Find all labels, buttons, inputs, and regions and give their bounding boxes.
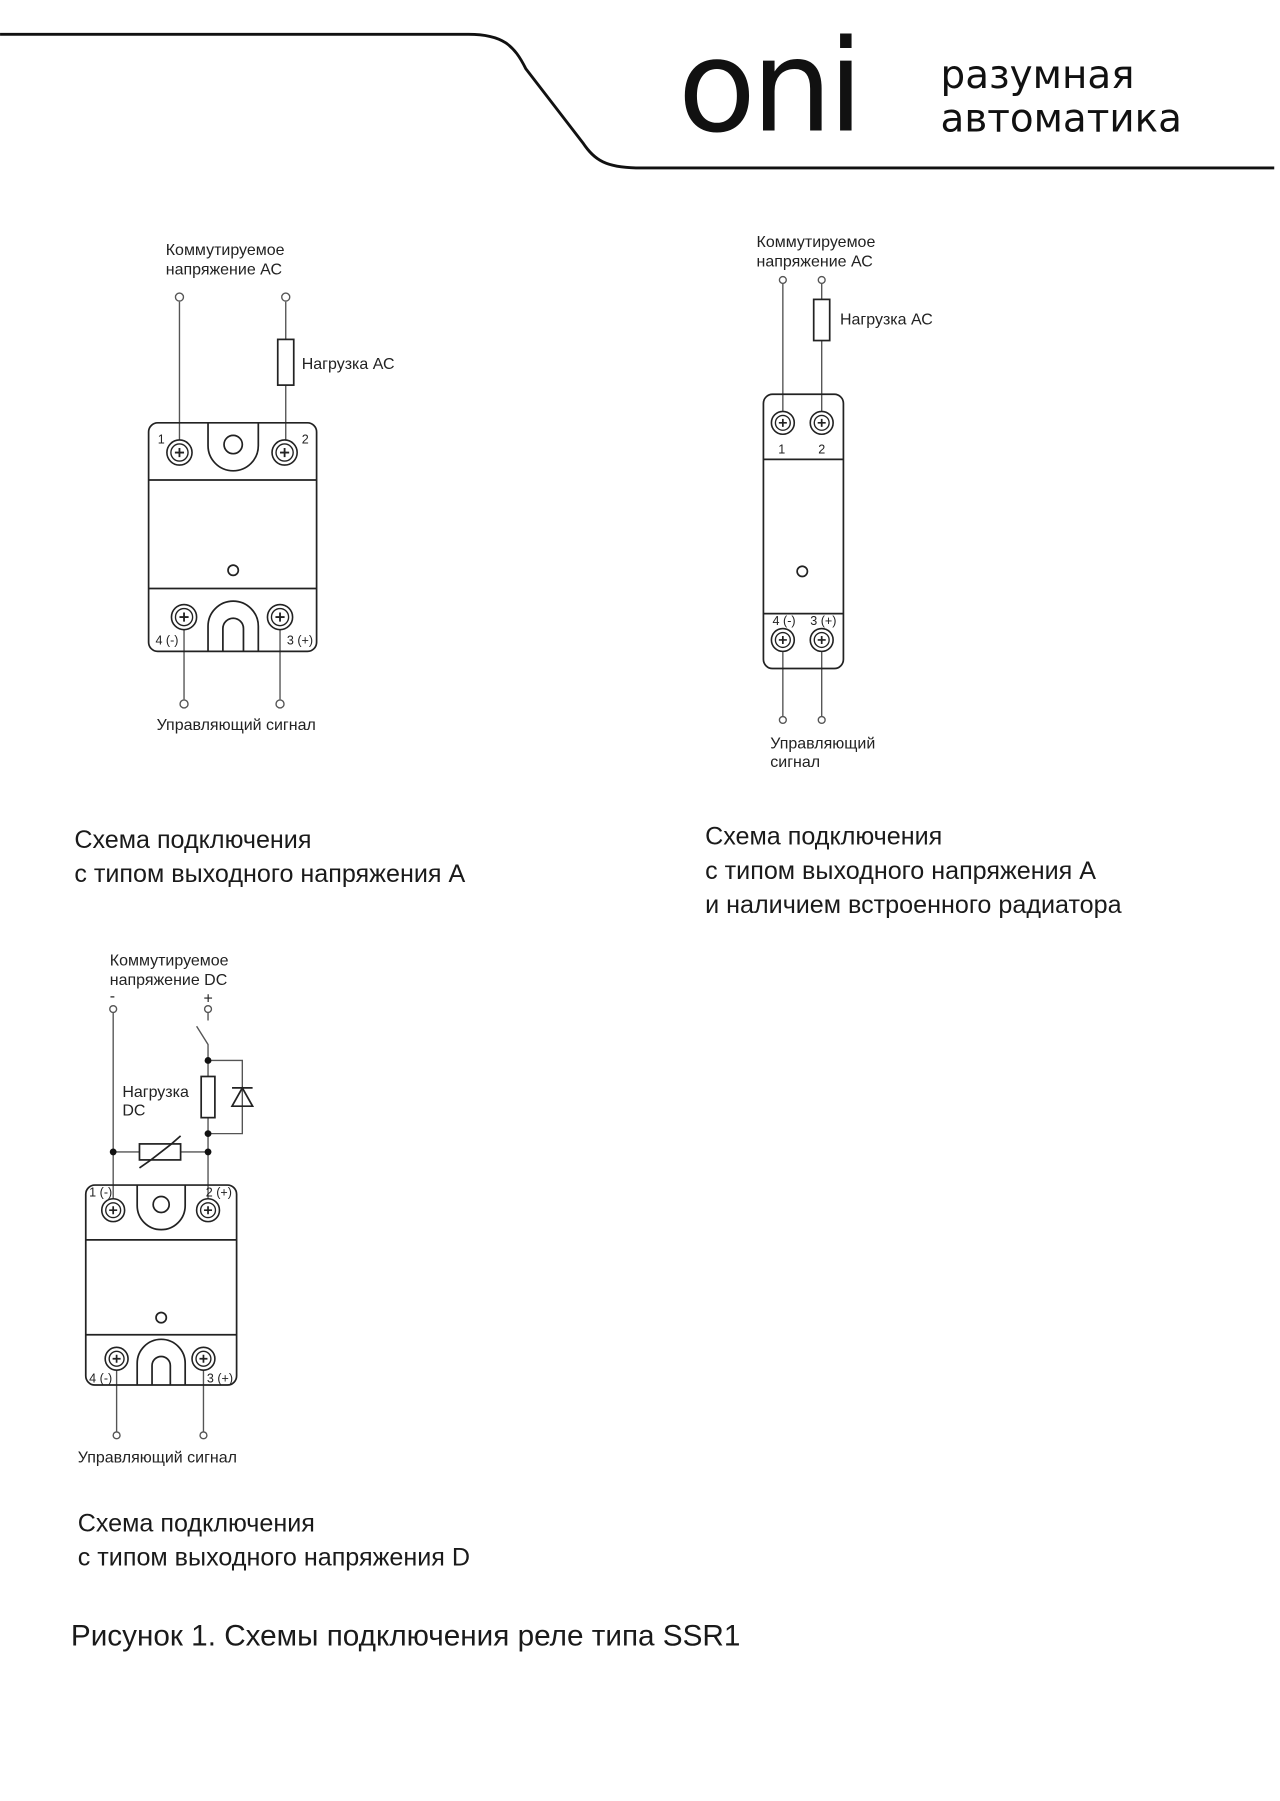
terminal-point bbox=[174, 292, 185, 302]
caption-b-line-1: Схема подключения bbox=[705, 823, 942, 851]
terminal-point bbox=[281, 292, 291, 302]
diagram-type-d: Коммутируемое напряжение DC - + Нагрузка… bbox=[78, 953, 470, 1572]
dc-load-resistor bbox=[200, 1075, 216, 1119]
terminal-4-label: 4 (-) bbox=[773, 614, 796, 628]
terminal-1-label: 1 (-) bbox=[89, 1185, 112, 1199]
terminal-4-label: 4 (-) bbox=[155, 634, 178, 648]
terminal-1-label: 1 bbox=[778, 443, 785, 457]
load-resistor bbox=[276, 338, 295, 386]
relay-body bbox=[762, 393, 845, 670]
terminal-2-label: 2 bbox=[818, 443, 825, 457]
diagram-type-a-radiator: Коммутируемое напряжение АС Нагрузка АС … bbox=[705, 234, 1121, 919]
relay-body bbox=[147, 421, 318, 653]
figure-caption: Рисунок 1. Схемы подключения реле типа S… bbox=[71, 1620, 741, 1653]
terminal-1-label: 1 bbox=[158, 432, 165, 446]
caption-a-line-1: Схема подключения bbox=[74, 826, 311, 854]
supply-label-1: Коммутируемое bbox=[166, 242, 285, 259]
terminal-3-label: 3 (+) bbox=[287, 634, 313, 648]
load-label-2: DC bbox=[122, 1102, 145, 1119]
caption-b-line-3: и наличием встроенного радиатора bbox=[705, 891, 1121, 919]
load-label: Нагрузка АС bbox=[302, 356, 395, 373]
terminal-3-label: 3 (+) bbox=[810, 614, 836, 628]
tagline-line-2: автоматика bbox=[941, 96, 1182, 141]
page-header: oni разумная автоматика bbox=[0, 12, 1275, 170]
caption-b-line-2: с типом выходного напряжения A bbox=[705, 857, 1096, 885]
control-signal-label-2: сигнал bbox=[770, 754, 820, 771]
load-resistor bbox=[812, 298, 831, 342]
supply-label-2: напряжение DC bbox=[110, 972, 227, 989]
control-signal-label: Управляющий сигнал bbox=[157, 717, 316, 734]
load-label-1: Нагрузка bbox=[122, 1084, 189, 1101]
tagline-line-1: разумная bbox=[941, 53, 1135, 98]
header-swoosh-line bbox=[0, 32, 1275, 170]
supply-label-1: Коммутируемое bbox=[757, 234, 876, 251]
relay-body bbox=[84, 1184, 238, 1386]
terminal-4-label: 4 (-) bbox=[89, 1372, 112, 1386]
load-label: Нагрузка АС bbox=[840, 312, 933, 329]
control-signal-label-1: Управляющий bbox=[770, 736, 875, 753]
supply-label-2: напряжение АС bbox=[757, 253, 873, 270]
minus-label: - bbox=[110, 988, 115, 1005]
terminal-2-label: 2 bbox=[302, 432, 309, 446]
diode-symbol bbox=[230, 1086, 255, 1108]
caption-d-line-2: с типом выходного напряжения D bbox=[78, 1544, 470, 1572]
caption-a-line-2: с типом выходного напряжения A bbox=[74, 860, 465, 888]
supply-label-2: напряжение АС bbox=[166, 261, 282, 278]
caption-d-line-1: Схема подключения bbox=[78, 1509, 315, 1537]
control-signal-label: Управляющий сигнал bbox=[78, 1450, 237, 1467]
terminal-2-label: 2 (+) bbox=[206, 1185, 232, 1199]
supply-label-1: Коммутируемое bbox=[110, 953, 229, 970]
diagram-type-a: Коммутируемое напряжение АС Нагрузка АС … bbox=[74, 242, 465, 888]
oni-logo: oni bbox=[678, 12, 859, 161]
plus-label: + bbox=[203, 990, 212, 1007]
terminal-3-label: 3 (+) bbox=[207, 1372, 233, 1386]
